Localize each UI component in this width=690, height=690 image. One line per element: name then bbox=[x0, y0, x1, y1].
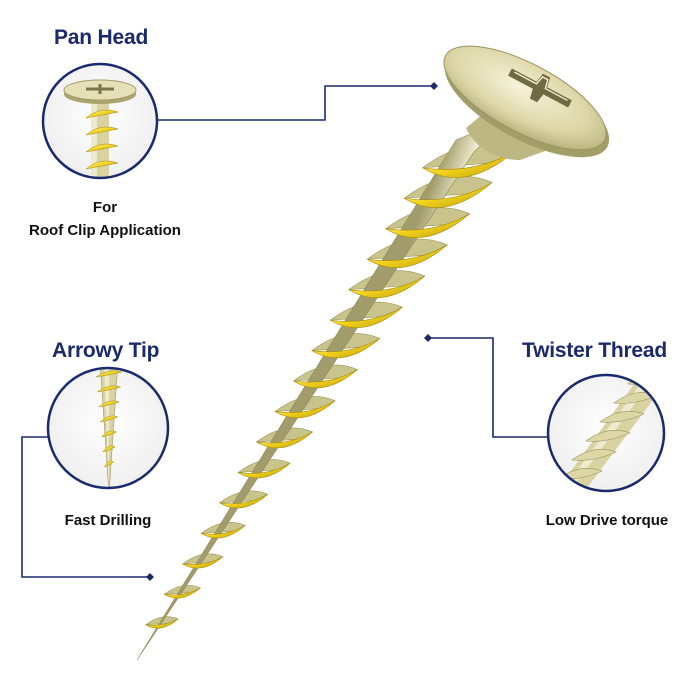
thread-fin bbox=[311, 338, 381, 359]
arrowy-tip-title: Arrowy Tip bbox=[52, 339, 160, 362]
pan-head-caption-line2: Roof Clip Application bbox=[29, 222, 181, 239]
thread-fin bbox=[548, 487, 589, 491]
twister-thread-leader bbox=[428, 337, 548, 438]
arrowy-tip-leader bbox=[21, 436, 150, 578]
thread-fin bbox=[85, 126, 119, 136]
thread-fin bbox=[571, 449, 617, 461]
thread-fin bbox=[85, 109, 119, 119]
twister-thread-title: Twister Thread bbox=[522, 339, 668, 362]
thread-fin bbox=[97, 400, 120, 408]
thread-fin bbox=[100, 430, 117, 438]
thread-fin bbox=[293, 369, 358, 389]
thread-fin bbox=[85, 160, 119, 170]
pan-head-caption: For Roof Clip Application bbox=[0, 196, 210, 242]
thread-fin bbox=[201, 525, 246, 539]
thread-fin bbox=[182, 556, 224, 569]
thread-fin bbox=[85, 143, 119, 153]
screw-head bbox=[443, 45, 610, 160]
arrowy-tip-zoom-icon bbox=[46, 366, 170, 490]
pan-head-zoom-icon bbox=[41, 62, 159, 180]
thread-fin bbox=[97, 385, 122, 393]
thread-fin bbox=[274, 400, 336, 419]
thread-fin bbox=[348, 275, 426, 299]
thread-fin bbox=[330, 306, 403, 329]
thread-fin bbox=[237, 462, 291, 479]
thread-fin bbox=[103, 460, 114, 468]
leader-dot-icon bbox=[424, 334, 432, 342]
thread-fin bbox=[102, 445, 116, 453]
leader-lines bbox=[21, 85, 548, 578]
twister-thread-caption: Low Drive torque bbox=[545, 512, 669, 529]
thread-fin bbox=[256, 431, 313, 449]
leader-dot-icon bbox=[146, 573, 154, 581]
thread-fin bbox=[585, 430, 631, 442]
twister-thread-zoom-icon bbox=[546, 373, 666, 493]
arrowy-tip-caption: Fast Drilling bbox=[64, 512, 152, 529]
thread-fin bbox=[367, 244, 448, 269]
leader-dots bbox=[146, 82, 438, 581]
pan-head-title: Pan Head bbox=[54, 26, 149, 49]
thread-fin bbox=[599, 411, 645, 423]
thread-fin bbox=[219, 494, 268, 509]
pan-head-caption-line1: For bbox=[92, 199, 118, 216]
leader-dot-icon bbox=[430, 82, 438, 90]
phillips-recess-icon bbox=[508, 68, 572, 108]
screw-illustration bbox=[136, 45, 610, 661]
pan-head-leader bbox=[158, 85, 434, 121]
thread-fin bbox=[99, 415, 119, 423]
thread-fin bbox=[164, 587, 201, 599]
thread-fin bbox=[95, 370, 123, 378]
thread-fin bbox=[385, 213, 470, 238]
thread-fin bbox=[404, 182, 493, 208]
thread-fin bbox=[145, 618, 179, 629]
